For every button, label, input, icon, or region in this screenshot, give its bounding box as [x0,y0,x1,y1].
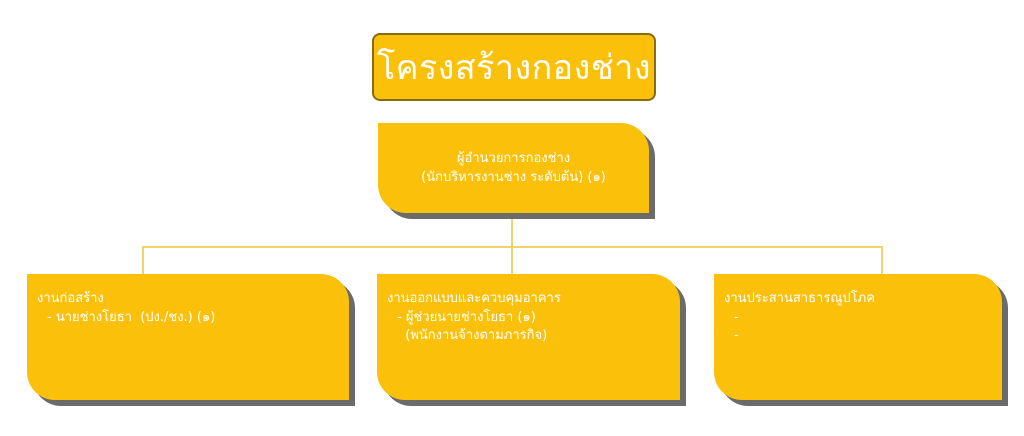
division-box-construction: งานก่อสร้าง - นายช่างโยธา (ปง./ชง.) (๑) [27,274,349,400]
division-item: (พนักงานจ้างตามภารกิจ) [397,328,548,343]
connector-left-down [142,246,144,274]
division-item: - [734,328,739,343]
director-title: ผู้อำนวยการกองช่าง [456,151,571,166]
connector-middle-down [511,246,513,274]
division-item: - ผู้ช่วยนายช่างโยธา (๑) [397,310,536,325]
connector-head-down [511,213,513,247]
director-box: ผู้อำนวยการกองช่าง (นักบริหารงานช่าง ระด… [378,123,649,213]
division-item: - [734,310,739,325]
page-title: โครงสร้างกองช่าง [372,33,656,101]
division-box-design: งานออกแบบและควบคุมอาคาร - ผู้ช่วยนายช่าง… [377,274,680,400]
division-title: งานก่อสร้าง [37,291,104,306]
director-level: (นักบริหารงานช่าง ระดับต้น) (๑) [421,170,606,185]
division-title: งานออกแบบและควบคุมอาคาร [387,291,561,306]
division-title: งานประสานสาธารณูปโภค [724,291,875,306]
division-box-utilities: งานประสานสาธารณูปโภค - - [714,274,1002,400]
connector-right-down [881,246,883,274]
division-item: - นายช่างโยธา (ปง./ชง.) (๑) [47,310,216,325]
